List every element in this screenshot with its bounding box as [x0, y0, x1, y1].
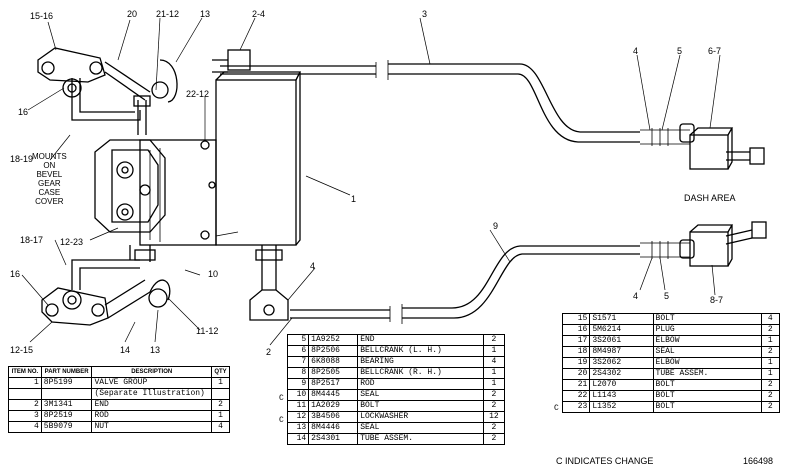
callout-5-lower: 5: [664, 291, 670, 301]
callout-11-12: 11-12: [196, 326, 219, 336]
callout-6-7: 6-7: [708, 46, 722, 56]
callout-8-7: 8-7: [710, 295, 724, 305]
upper-rod: [212, 49, 690, 146]
change-note: C INDICATES CHANGE: [556, 456, 654, 466]
callout-15-16: 15-16: [30, 11, 54, 21]
callout-13-lower: 13: [150, 345, 161, 355]
change-mark-23: C: [554, 404, 559, 413]
callout-12-15: 12-15: [10, 345, 34, 355]
valve-body: [139, 71, 302, 246]
callout-2-4: 2-4: [252, 9, 266, 19]
callout-2: 2: [266, 347, 272, 357]
callout-18-19: 18-19: [10, 154, 34, 164]
figure-number: 166498: [743, 456, 774, 466]
lower-rod: [290, 241, 690, 324]
change-mark-12: C: [279, 416, 284, 425]
header-desc: DESCRIPTION: [91, 366, 212, 378]
header-qty: QTY: [211, 366, 230, 378]
table-row: (Separate Illustration): [8, 388, 230, 400]
mounting-flange: [94, 139, 166, 233]
lower-clevis: [249, 245, 289, 321]
callout-21-12: 21-12: [156, 9, 180, 19]
callout-4-upper: 4: [633, 46, 639, 56]
header-part: PART NUMBER: [40, 366, 93, 378]
dash-area-label: DASH AREA: [684, 193, 736, 203]
callout-16-lower: 16: [10, 269, 21, 279]
callout-14: 14: [120, 345, 131, 355]
callout-20: 20: [127, 9, 138, 19]
header-item: ITEM NO.: [8, 366, 42, 378]
callout-3: 3: [422, 9, 428, 19]
upper-bellcrank: [679, 123, 765, 170]
callout-5-upper: 5: [677, 46, 683, 56]
lower-bellcrank: [679, 221, 767, 267]
callout-1: 1: [351, 194, 357, 204]
callout-4-mid: 4: [310, 261, 316, 271]
callout-13-top: 13: [200, 9, 211, 19]
callout-9: 9: [493, 221, 499, 231]
callout-16-upper: 16: [18, 107, 29, 117]
upper-bracket: [37, 47, 178, 135]
lower-bracket: [41, 245, 171, 326]
callout-22-12: 22-12: [186, 89, 210, 99]
leader-lines: [21, 17, 721, 346]
callout-12-23: 12-23: [60, 237, 84, 247]
callout-4-lower: 4: [633, 291, 639, 301]
change-mark-10: C: [279, 394, 284, 403]
callout-10: 10: [208, 269, 219, 279]
callout-18-17: 18-17: [20, 235, 44, 245]
